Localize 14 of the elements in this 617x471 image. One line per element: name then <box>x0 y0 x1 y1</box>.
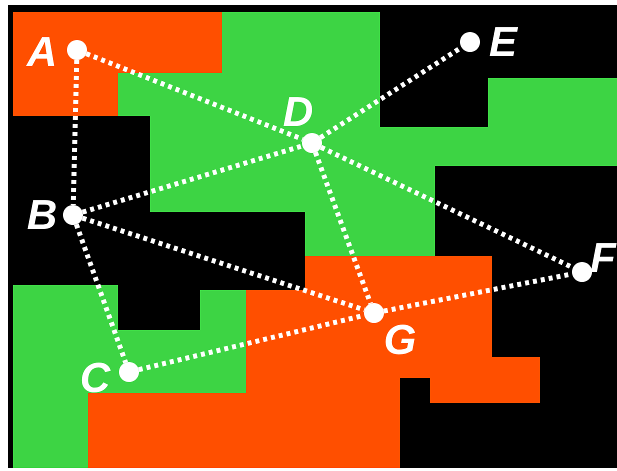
dotted-line <box>82 144 304 214</box>
point-label: F <box>589 236 617 280</box>
point-label: G <box>383 318 417 362</box>
point-label: C <box>78 356 112 400</box>
point-label: E <box>488 20 519 64</box>
point-label: B <box>26 193 58 237</box>
point-label: D <box>282 90 314 134</box>
dotted-line <box>82 216 366 312</box>
dotted-line <box>74 224 128 364</box>
dotted-line <box>85 51 304 142</box>
point-label: A <box>25 30 58 74</box>
dotted-line <box>319 45 463 140</box>
dotted-line <box>70 60 80 206</box>
dotted-line <box>313 152 373 304</box>
